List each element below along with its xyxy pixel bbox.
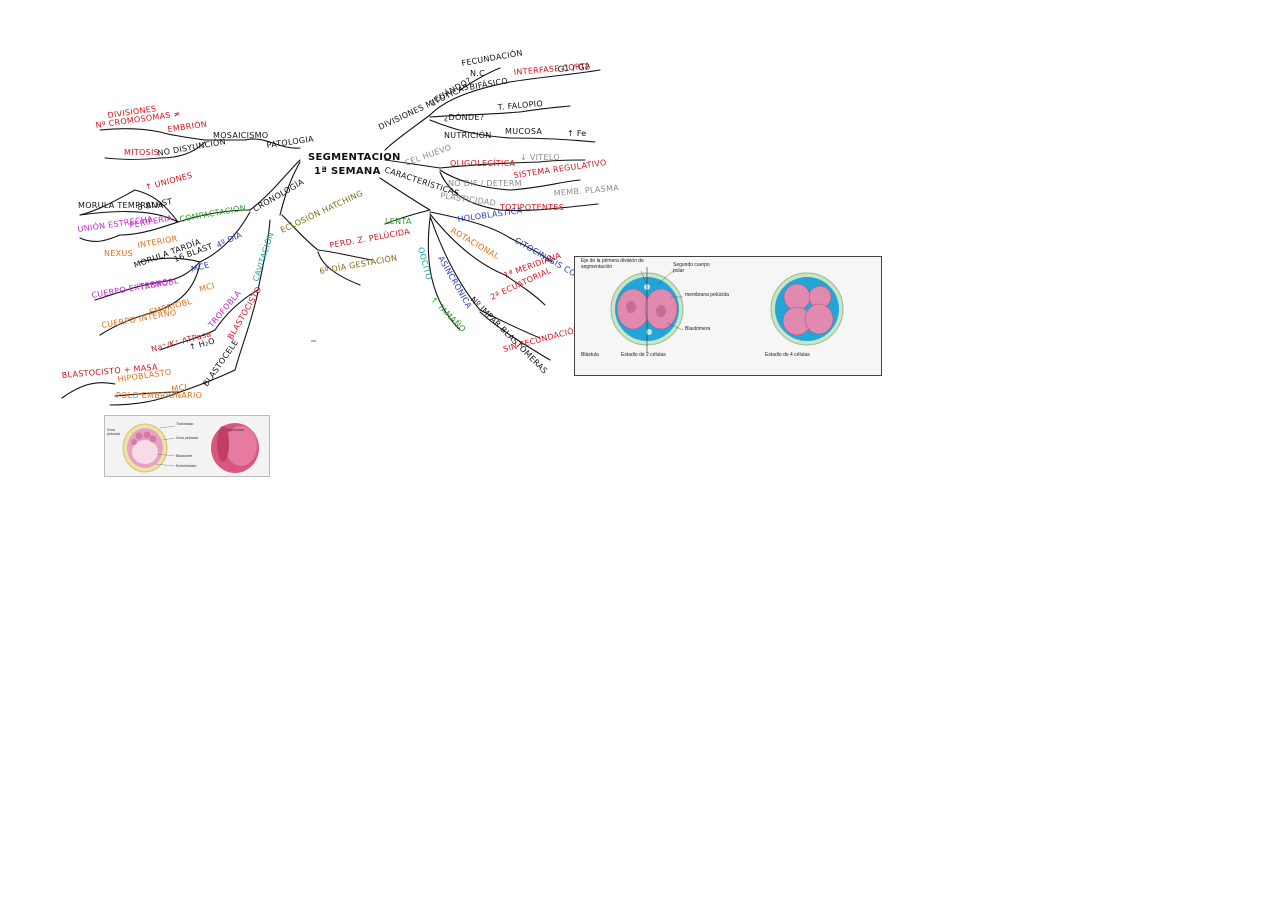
label-oocito: OOCITO	[416, 246, 433, 281]
fig-label-eje: Eje de la primera división de segmentaci…	[581, 258, 644, 270]
fig2-label-trofoblasto: Trofoblasto	[176, 422, 194, 426]
fig-label-estadio-2: Estadio de 2 células	[621, 352, 666, 358]
label-mci-1: MCI	[198, 281, 216, 294]
cleavage-figure: Eje de la primera división de segmentaci…	[574, 256, 882, 376]
label-mas-uniones: ↑ UNIONES	[144, 171, 193, 192]
label-mci-2: MCI	[171, 382, 188, 394]
label-membrana: MEMB. PLASMA	[553, 183, 619, 198]
cleavage-figure-art	[610, 267, 844, 353]
label-vitelo: ↓ VITELO	[520, 153, 560, 162]
label-nucleo: N.C	[470, 69, 485, 78]
mind-map-lines	[61, 67, 601, 406]
label-fecundacion: FECUNDACIÓN	[460, 46, 523, 68]
fig-label-estadio-4: Estadio de 4 células	[765, 352, 810, 358]
label-cel-huevo: CÉL HUEVO	[403, 141, 453, 168]
label-donde: ¿DÓNDE?	[444, 111, 484, 122]
label-mosaicismo: MOSAICISMO	[213, 131, 268, 140]
label-mitosis: MITOSIS	[124, 148, 159, 157]
label-no-dif: NO DIF / DETERM	[448, 179, 522, 188]
fig2-label-blastocele: Blastocele	[176, 454, 193, 458]
fig-label-blastomera: Blastómera	[685, 326, 711, 332]
label-dia-6: 6º DÍA GESTACIÓN	[318, 251, 398, 276]
center-line1: SEGMENTACION	[308, 152, 401, 163]
fig-label-segundo-cuerpo: Segundo cuerpo polar	[673, 262, 710, 274]
fig2-label-zona: Zona pelúcida	[176, 436, 198, 440]
label-cronologia: CRONOLOGÍA	[251, 175, 306, 213]
label-compactacion: COMPACTACIÓN	[178, 201, 246, 224]
blastocyst-figure: Zona pelúcida Trofoblasto Zona pelúcida …	[104, 415, 270, 477]
label-nexus: NEXUS	[104, 249, 133, 258]
left-branch-labels: PATOLOGIA MOSAICISMO EMBRIÓN DIVISIONES …	[61, 104, 411, 400]
two-cell-embryo	[610, 267, 684, 353]
center-line2: 1ª SEMANA	[314, 166, 381, 177]
fig2-label-zona-pelucida: Zona pelúcida	[107, 428, 121, 436]
blastocyst-figure-art	[122, 423, 259, 473]
blastocyst-surface	[211, 423, 259, 473]
central-topic: SEGMENTACION 1ª SEMANA	[308, 152, 401, 177]
label-cuerpo-interno: CUERPO INTERNO	[101, 308, 177, 330]
label-cavitacion: CAVITACIÓN	[249, 231, 275, 283]
label-g1-g2: G1 / G2	[557, 62, 590, 74]
label-embrion: EMBRIÓN	[167, 118, 208, 134]
fig2-label-embrioblasto: Embrioblasto	[176, 464, 197, 468]
label-fe: ↑ Fe	[567, 129, 587, 138]
label-oligolecitica: OLIGOLECÍTICA	[450, 157, 515, 168]
label-perdida-zona: PERD. Z. PELÚCIDA	[328, 225, 410, 250]
label-morula-temprana: MORULA TEMPRANA	[78, 201, 164, 210]
fig-label-membrana: membrana pelúcida	[685, 292, 729, 298]
blastocyst-section	[122, 423, 168, 473]
fig2-label-blastocisto: Blastocisto	[227, 428, 244, 432]
label-totipotentes: TOTIPOTENTES	[499, 203, 564, 212]
label-mucosa: MUCOSA	[505, 127, 542, 136]
label-polo-embrionario: POLO EMBRIONARIO	[116, 391, 202, 400]
four-cell-embryo	[770, 272, 844, 346]
label-lenta: LENTA	[385, 217, 412, 226]
fig-label-blastula: Blástula	[581, 352, 599, 358]
label-dia-4: 4º DÍA	[214, 228, 244, 250]
label-t-falopio: T. FALOPIO	[496, 99, 543, 112]
label-eclosion: ECLOSIÓN HATCHING	[278, 187, 364, 235]
label-nutricion: NUTRICIÓN	[444, 129, 492, 140]
label-mce: MCE	[190, 260, 210, 273]
